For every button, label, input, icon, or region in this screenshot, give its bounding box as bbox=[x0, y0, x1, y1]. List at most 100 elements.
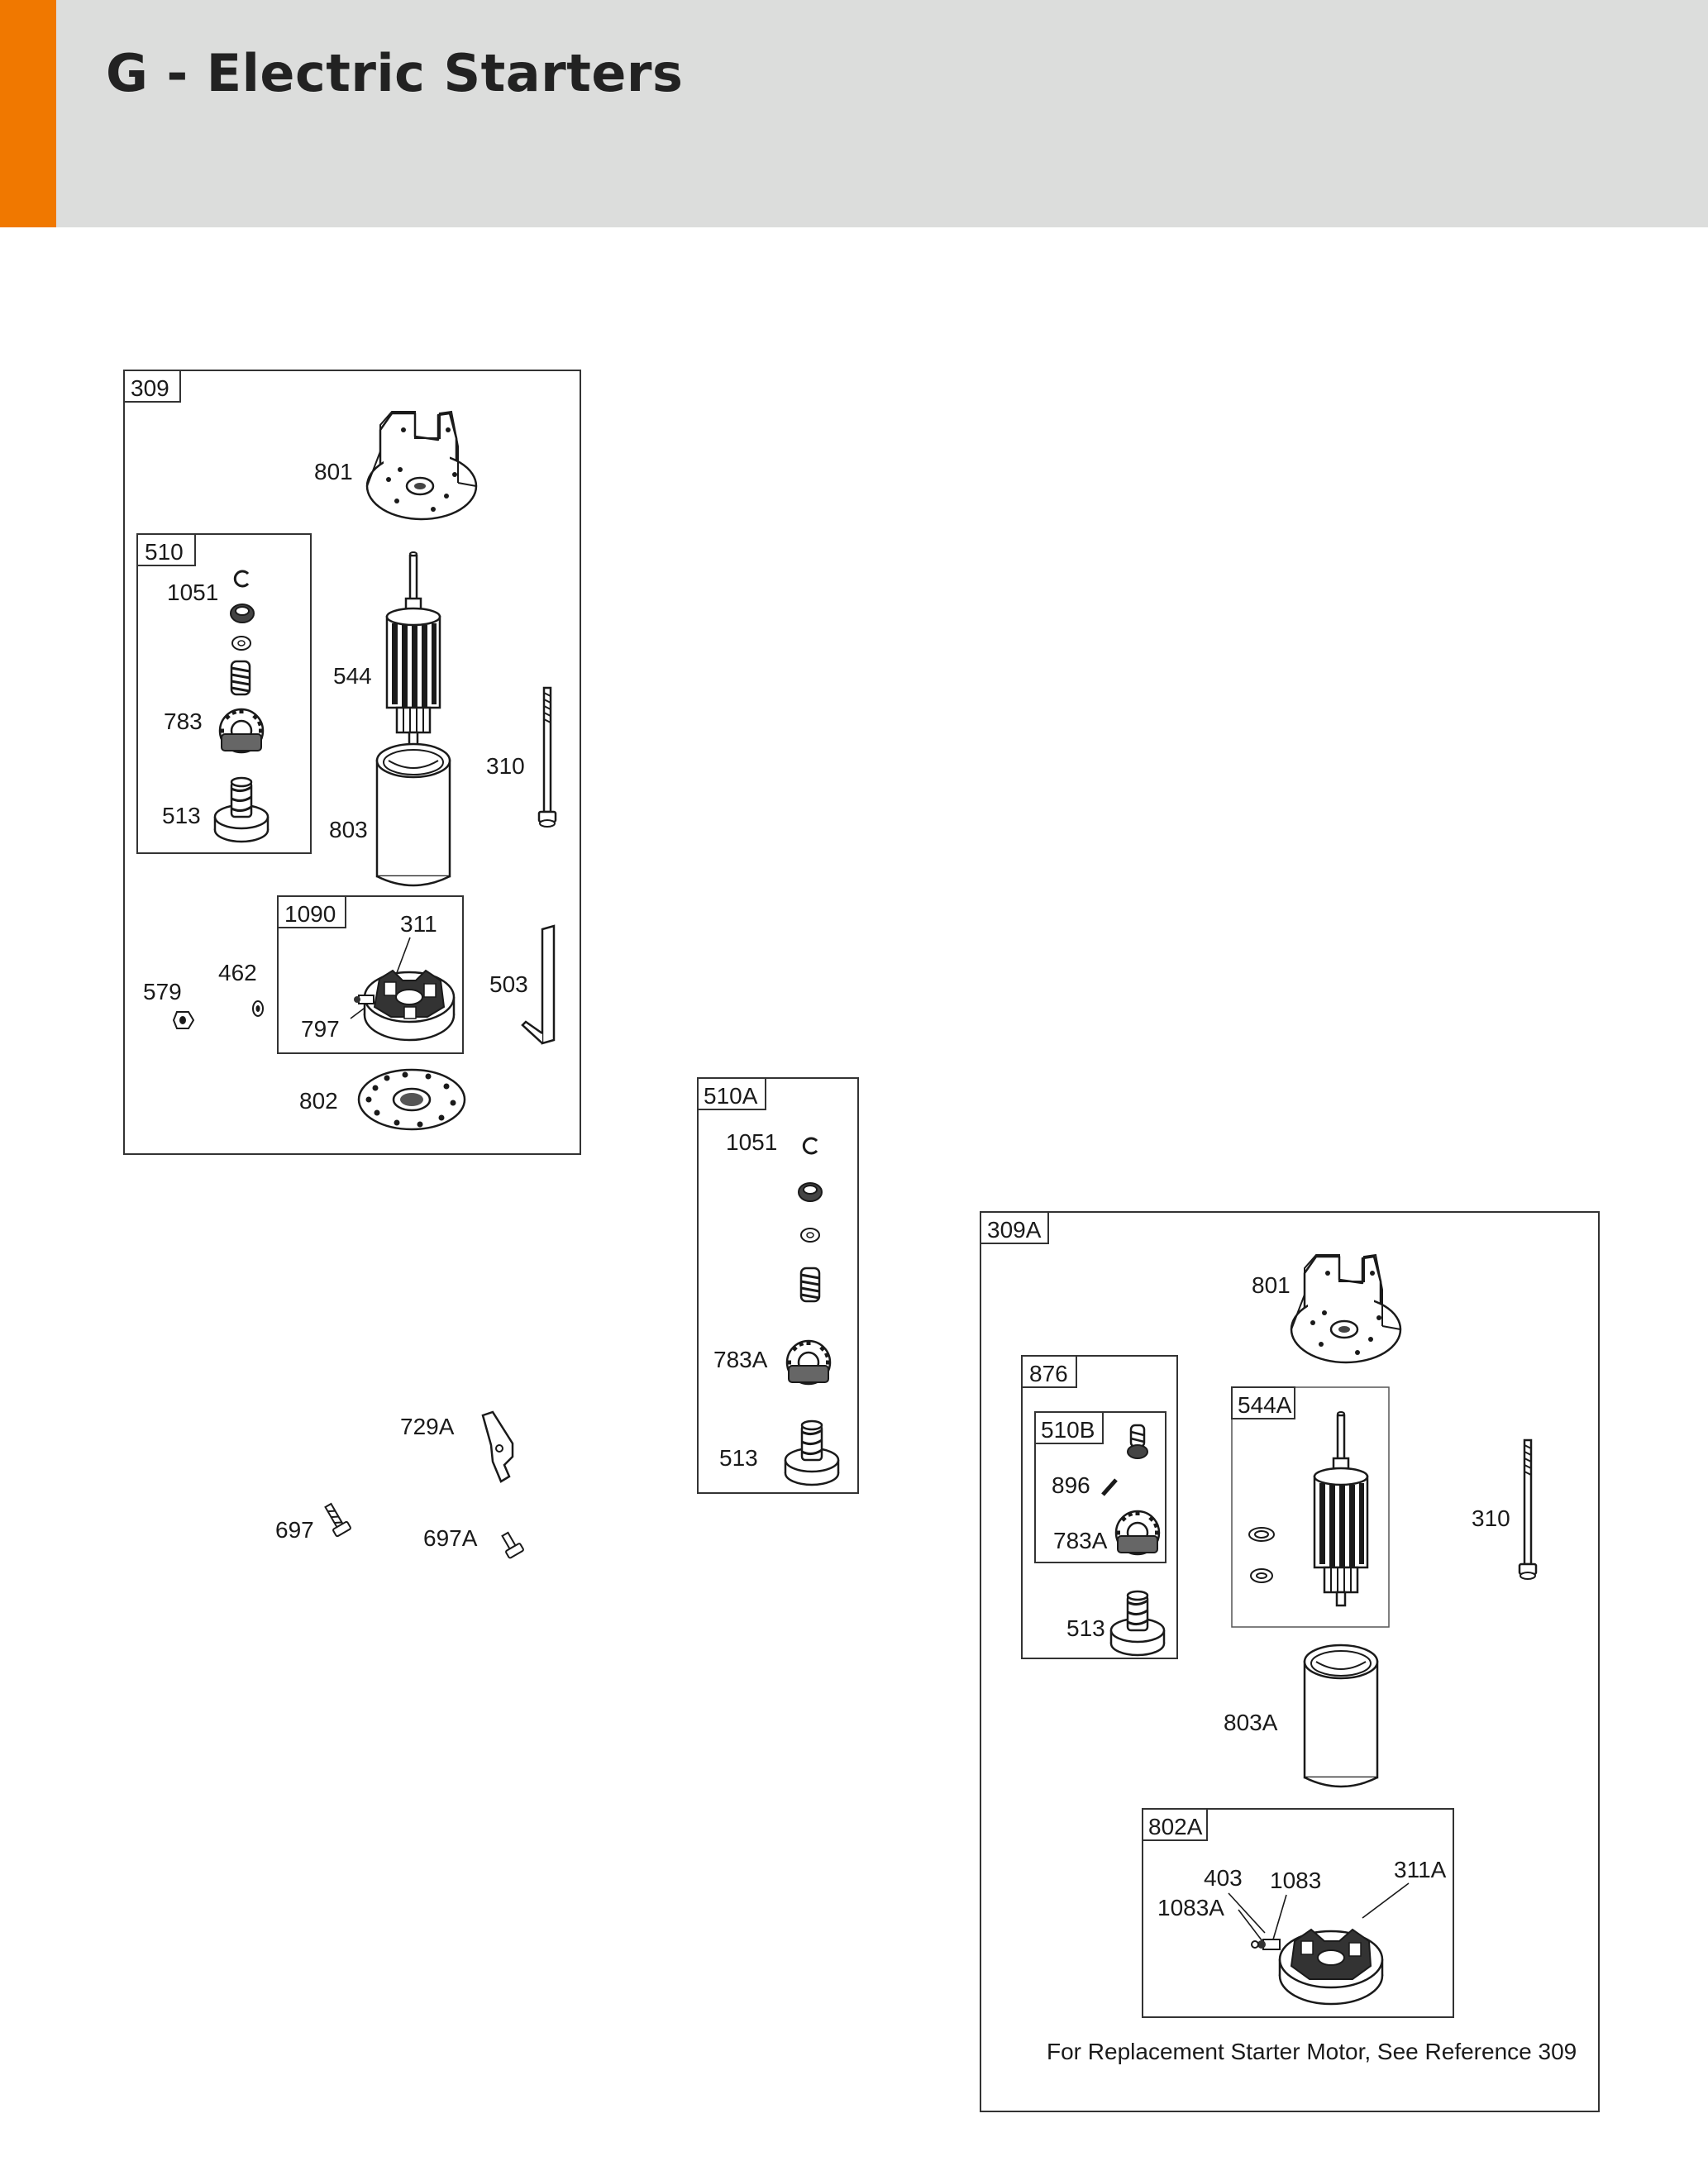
assembly-309-tag-box bbox=[123, 370, 181, 403]
callout-544: 544 bbox=[333, 663, 372, 689]
part-697A-screw bbox=[501, 1531, 524, 1559]
part-783A-pinion-gear bbox=[1115, 1510, 1160, 1555]
part-1090-brush-plate bbox=[363, 969, 456, 1042]
part-801-bracket bbox=[365, 410, 478, 521]
subassembly-876-tag-box bbox=[1021, 1355, 1077, 1388]
subassembly-510-frame bbox=[136, 533, 312, 854]
leader-403 bbox=[1228, 1892, 1266, 1934]
callout-403: 403 bbox=[1204, 1865, 1243, 1891]
page-header: G - Electric Starters bbox=[0, 0, 1708, 227]
header-accent-bar bbox=[0, 0, 56, 227]
subassembly-544A-frame bbox=[1231, 1386, 1390, 1628]
subassembly-510B-tag: 510B bbox=[1041, 1417, 1095, 1443]
part-513-drive-shaft bbox=[1109, 1590, 1166, 1657]
part-783A-pinion-gear bbox=[786, 1340, 831, 1385]
leader-311A bbox=[1362, 1882, 1410, 1919]
part-washer bbox=[231, 636, 251, 651]
subassembly-510-tag-box bbox=[136, 533, 196, 566]
part-783-pinion-gear bbox=[219, 708, 264, 753]
callout-797: 797 bbox=[301, 1016, 340, 1042]
subassembly-544A-tag-box bbox=[1231, 1386, 1295, 1419]
assembly-309A-frame bbox=[980, 1211, 1600, 2112]
callout-311A: 311A bbox=[1394, 1857, 1447, 1882]
part-spring bbox=[799, 1267, 821, 1303]
callout-802: 802 bbox=[299, 1088, 338, 1114]
callout-579: 579 bbox=[143, 979, 182, 1004]
callout-311: 311 bbox=[400, 911, 437, 937]
part-armature-washer-lower bbox=[1250, 1568, 1273, 1583]
subassembly-510-tag: 510 bbox=[145, 539, 184, 565]
callout-803: 803 bbox=[329, 817, 368, 842]
callout-1051: 1051 bbox=[167, 580, 218, 605]
part-513-drive-shaft bbox=[784, 1419, 840, 1486]
assembly-309-tag: 309 bbox=[131, 375, 169, 401]
subassembly-1090-tag: 1090 bbox=[284, 901, 336, 927]
part-503-insulator-strip bbox=[521, 924, 556, 1045]
callout-310: 310 bbox=[1472, 1505, 1510, 1531]
callout-1083A: 1083A bbox=[1157, 1895, 1224, 1920]
part-collar bbox=[798, 1182, 823, 1202]
part-697-screw bbox=[320, 1500, 352, 1538]
callout-783: 783 bbox=[164, 708, 203, 734]
part-579-nut bbox=[173, 1011, 194, 1029]
assembly-510A-frame bbox=[697, 1077, 859, 1494]
part-1051-retaining-ring bbox=[802, 1137, 818, 1155]
callout-503: 503 bbox=[489, 971, 528, 997]
assembly-309-frame bbox=[123, 370, 581, 1155]
subassembly-802A-tag: 802A bbox=[1148, 1814, 1203, 1839]
callout-783A: 783A bbox=[713, 1347, 768, 1372]
callout-801: 801 bbox=[1252, 1272, 1291, 1298]
part-spring bbox=[230, 660, 251, 696]
callout-896: 896 bbox=[1052, 1472, 1090, 1498]
part-washer bbox=[800, 1228, 820, 1243]
callout-697: 697 bbox=[275, 1517, 314, 1543]
subassembly-876-frame bbox=[1021, 1355, 1178, 1659]
part-896-pin bbox=[1101, 1478, 1118, 1496]
callout-513: 513 bbox=[162, 803, 201, 828]
callout-1051: 1051 bbox=[726, 1129, 777, 1155]
part-544A-armature bbox=[1313, 1410, 1369, 1607]
assembly-510A-tag-box bbox=[697, 1077, 766, 1110]
callout-310: 310 bbox=[486, 753, 525, 779]
part-513-drive-shaft bbox=[213, 776, 270, 843]
part-802A-end-cap-brush-assembly bbox=[1278, 1928, 1384, 2006]
page-title: G - Electric Starters bbox=[106, 43, 684, 103]
part-1083-terminal-stud bbox=[1251, 1939, 1281, 1950]
part-310-through-bolt bbox=[1518, 1438, 1538, 1581]
subassembly-510B-tag-box bbox=[1034, 1411, 1104, 1444]
part-797-terminal bbox=[354, 995, 375, 1004]
callout-462: 462 bbox=[218, 960, 257, 985]
part-803-housing bbox=[375, 742, 451, 887]
assembly-309A-tag-box bbox=[980, 1211, 1049, 1244]
subassembly-1090-frame bbox=[277, 895, 464, 1054]
assembly-309A: 309A 801 876 510B 896 783A 513 544A bbox=[980, 1211, 1600, 2112]
subassembly-876-tag: 876 bbox=[1029, 1361, 1068, 1386]
leader-1083 bbox=[1272, 1894, 1287, 1940]
leader-1083A bbox=[1238, 1909, 1266, 1945]
part-armature-washer-upper bbox=[1248, 1527, 1275, 1542]
part-462-washer bbox=[252, 1000, 264, 1017]
part-802-end-cap bbox=[357, 1068, 466, 1131]
callout-801: 801 bbox=[314, 459, 353, 484]
assembly-309A-tag: 309A bbox=[987, 1217, 1042, 1243]
part-510B-spring-collar bbox=[1127, 1424, 1148, 1459]
replacement-note: For Replacement Starter Motor, See Refer… bbox=[1047, 2039, 1577, 2064]
subassembly-544A-tag: 544A bbox=[1238, 1392, 1292, 1418]
leader-311 bbox=[394, 937, 411, 978]
callout-1083: 1083 bbox=[1270, 1868, 1321, 1893]
assembly-510A: 510A 1051 783A 513 bbox=[697, 1077, 859, 1494]
part-310-through-bolt bbox=[537, 686, 557, 828]
subassembly-802A-tag-box bbox=[1142, 1808, 1208, 1841]
subassembly-1090-tag-box bbox=[277, 895, 346, 928]
part-544-armature bbox=[385, 551, 441, 747]
subassembly-802A-frame bbox=[1142, 1808, 1454, 2018]
part-803A-housing bbox=[1303, 1644, 1379, 1788]
callout-513: 513 bbox=[1066, 1615, 1105, 1641]
callout-783A: 783A bbox=[1053, 1528, 1108, 1553]
assembly-309: 309 801 510 1051 783 513 544 310 803 109… bbox=[123, 370, 581, 1155]
part-collar bbox=[230, 604, 255, 623]
callout-513: 513 bbox=[719, 1445, 758, 1471]
loose-parts: 729A 697 697A bbox=[275, 1410, 524, 1559]
assembly-510A-tag: 510A bbox=[704, 1083, 758, 1109]
